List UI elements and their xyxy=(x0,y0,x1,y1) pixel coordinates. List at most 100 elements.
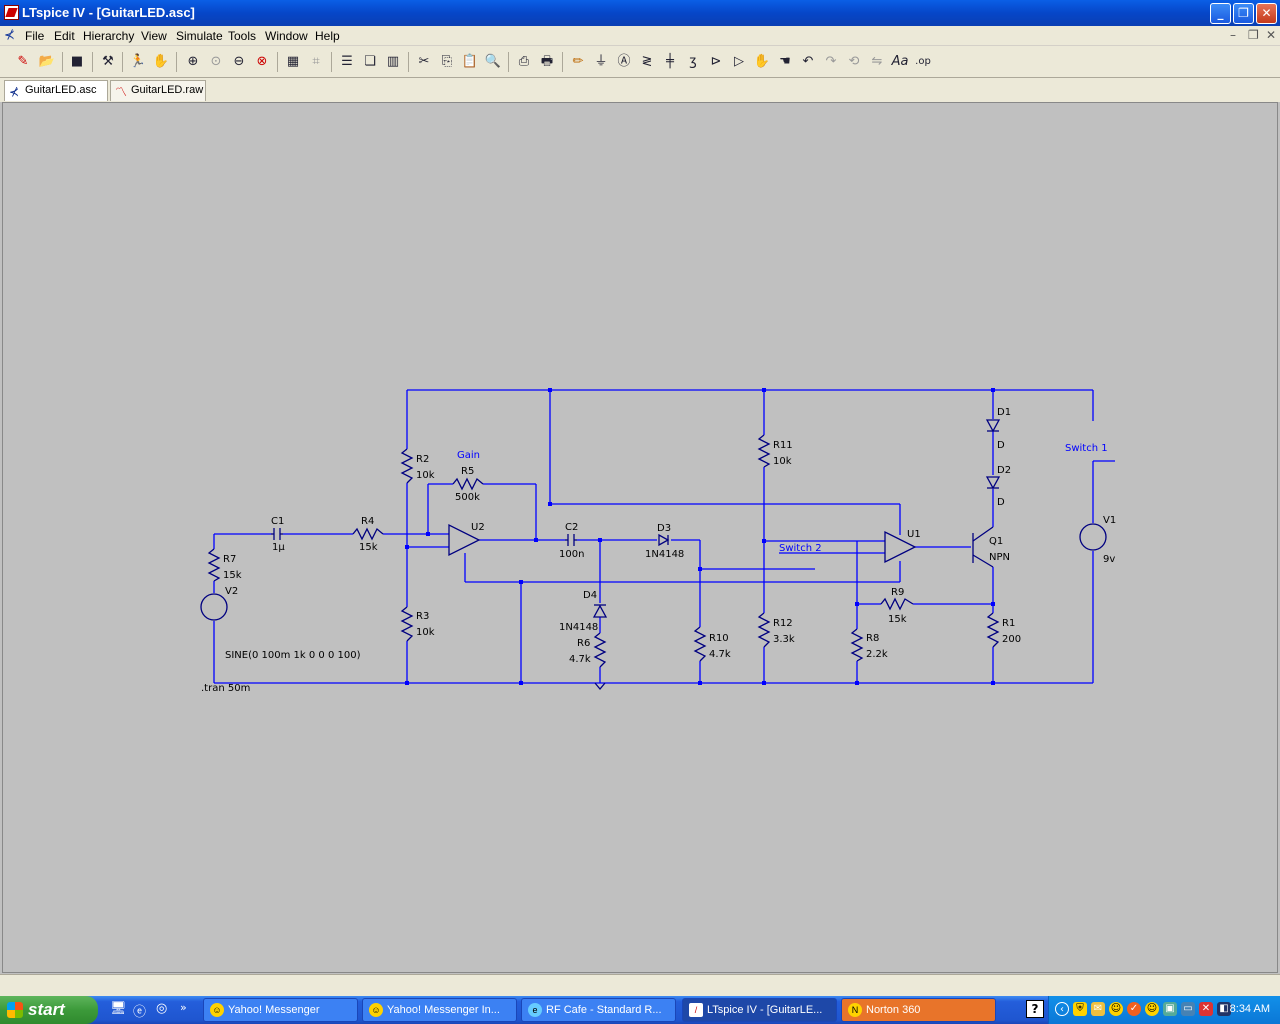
c2-name: C2 xyxy=(565,522,578,533)
minimize-button[interactable]: _ xyxy=(1210,3,1231,24)
menu-file[interactable]: File xyxy=(25,29,45,43)
task-rf-cafe[interactable]: e RF Cafe - Standard R... xyxy=(521,998,676,1022)
c1-name: C1 xyxy=(271,516,284,527)
document-icon[interactable]: ⊀ xyxy=(4,28,15,43)
diode-icon[interactable]: ⊳ xyxy=(710,54,722,69)
show-desktop-icon[interactable]: 🖥 xyxy=(110,1001,127,1016)
close-button[interactable]: ✕ xyxy=(1256,3,1277,24)
yahoo-smiley-icon: ☺ xyxy=(369,1003,383,1017)
paste-icon[interactable]: 📋 xyxy=(461,54,479,69)
menu-view[interactable]: View xyxy=(141,29,167,43)
schematic-svg: R7 15k V2 C1 1µ R4 15k R2 10k R3 10k Gai… xyxy=(200,388,1116,694)
inductor-icon[interactable]: ʒ xyxy=(689,54,697,69)
save-icon[interactable]: ■ xyxy=(70,54,84,69)
zoom-in-icon[interactable]: ⊕ xyxy=(187,54,199,69)
mail-icon[interactable]: ✉ xyxy=(1091,1002,1105,1016)
print-setup-icon[interactable]: ⎙ xyxy=(518,54,530,69)
d3-value: 1N4148 xyxy=(645,549,684,560)
new-schematic-icon[interactable]: ✎ xyxy=(17,54,29,69)
component-icon[interactable]: ▷ xyxy=(734,54,744,69)
halt-icon[interactable]: ✋ xyxy=(152,54,170,69)
menu-window[interactable]: Window xyxy=(265,29,308,43)
ground-icon[interactable]: ⏚ xyxy=(594,54,608,69)
d1-name: D1 xyxy=(997,407,1011,418)
maximize-button[interactable]: ❐ xyxy=(1233,3,1254,24)
spice-directive-icon[interactable]: .op xyxy=(915,56,931,67)
security-shield-icon[interactable]: ⛨ xyxy=(1073,1002,1087,1016)
yahoo-tray-icon[interactable]: ☺ xyxy=(1109,1002,1123,1016)
tab-label: GuitarLED.asc xyxy=(25,84,97,96)
mdi-restore-icon[interactable]: ❐ xyxy=(1248,28,1259,42)
mdi-minimize-icon[interactable]: – xyxy=(1230,28,1236,42)
control-panel-icon[interactable]: ⚒ xyxy=(102,54,114,69)
r8-value: 2.2k xyxy=(866,649,888,660)
v1-value: 9v xyxy=(1103,554,1115,565)
browser-icon[interactable]: ◎ xyxy=(156,1001,168,1016)
capacitor-icon[interactable]: ╪ xyxy=(666,54,674,69)
d1-value: D xyxy=(997,440,1005,451)
start-button[interactable]: start xyxy=(0,996,98,1024)
text-icon[interactable]: Aa xyxy=(891,54,909,69)
redo-icon[interactable]: ↷ xyxy=(825,54,837,69)
norton-tray-icon[interactable]: ✓ xyxy=(1127,1002,1141,1016)
tile-vertical-icon[interactable]: ▥ xyxy=(386,54,400,69)
clock[interactable]: 8:34 AM xyxy=(1229,1003,1270,1015)
run-icon[interactable]: 🏃 xyxy=(129,54,147,69)
help-icon[interactable]: ? xyxy=(1026,1000,1044,1018)
menu-simulate[interactable]: Simulate xyxy=(176,29,223,43)
pan-icon[interactable]: ⊙ xyxy=(210,54,222,69)
task-norton-360[interactable]: N Norton 360 xyxy=(841,998,996,1022)
schematic-canvas[interactable]: R7 15k V2 C1 1µ R4 15k R2 10k R3 10k Gai… xyxy=(2,102,1278,973)
drag-icon[interactable]: ☚ xyxy=(779,54,791,69)
draw-wire-icon[interactable]: ✏ xyxy=(572,54,584,69)
network-icon[interactable]: ▣ xyxy=(1163,1002,1177,1016)
messenger-tray-icon[interactable]: ☺ xyxy=(1145,1002,1159,1016)
r7-name: R7 xyxy=(223,554,236,565)
tray-expand-icon[interactable]: ‹ xyxy=(1055,1002,1069,1016)
zoom-fit-icon[interactable]: ⊗ xyxy=(256,54,268,69)
more-quicklaunch-icon[interactable]: » xyxy=(180,1001,187,1014)
task-label: Norton 360 xyxy=(866,1004,921,1016)
menu-tools[interactable]: Tools xyxy=(228,29,257,43)
switch1-label: Switch 1 xyxy=(1065,443,1108,454)
task-label: LTspice IV - [GuitarLE... xyxy=(707,1004,823,1016)
cascade-icon[interactable]: ❏ xyxy=(364,54,376,69)
move-icon[interactable]: ✋ xyxy=(753,54,771,69)
tile-horizontal-icon[interactable]: ☰ xyxy=(341,54,353,69)
menu-help[interactable]: Help xyxy=(315,29,340,43)
resistor-icon[interactable]: ≷ xyxy=(641,54,653,69)
monitor-icon[interactable]: ◧ xyxy=(1217,1002,1231,1016)
rotate-icon[interactable]: ⟲ xyxy=(848,54,860,69)
disconnected-icon[interactable]: ✕ xyxy=(1199,1002,1213,1016)
add-trace-icon[interactable]: ⌗ xyxy=(312,54,320,69)
task-ltspice[interactable]: / LTspice IV - [GuitarLE... xyxy=(682,998,837,1022)
label-net-icon[interactable]: Ⓐ xyxy=(617,54,631,69)
zoom-out-icon[interactable]: ⊖ xyxy=(233,54,245,69)
menu-hierarchy[interactable]: Hierarchy xyxy=(83,29,135,43)
r9-value: 15k xyxy=(888,614,907,625)
d4-name: D4 xyxy=(583,590,597,601)
print-icon[interactable]: 🖶 xyxy=(540,54,554,69)
find-icon[interactable]: 🔍 xyxy=(484,54,502,69)
task-yahoo-messenger-in[interactable]: ☺ Yahoo! Messenger In... xyxy=(362,998,517,1022)
undo-icon[interactable]: ↶ xyxy=(802,54,814,69)
autorange-icon[interactable]: ▦ xyxy=(286,54,300,69)
tab-guitarled-asc[interactable]: ⊀ GuitarLED.asc xyxy=(4,80,108,101)
d4-value: 1N4148 xyxy=(559,622,598,633)
task-yahoo-messenger[interactable]: ☺ Yahoo! Messenger xyxy=(203,998,358,1022)
mirror-icon[interactable]: ⇋ xyxy=(871,54,883,69)
cut-icon[interactable]: ✂ xyxy=(418,54,430,69)
window-title: LTspice IV - [GuitarLED.asc] xyxy=(22,5,195,20)
yahoo-smiley-icon: ☺ xyxy=(210,1003,224,1017)
tab-guitarled-raw[interactable]: 〽 GuitarLED.raw xyxy=(110,80,206,101)
r10-value: 4.7k xyxy=(709,649,731,660)
display-icon[interactable]: ▭ xyxy=(1181,1002,1195,1016)
mdi-close-icon[interactable]: ✕ xyxy=(1266,28,1277,42)
ie-icon[interactable]: ⓔ xyxy=(133,1005,147,1020)
copy-icon[interactable]: ⎘ xyxy=(441,54,453,69)
c1-value: 1µ xyxy=(272,542,285,553)
ltspice-app-icon[interactable] xyxy=(4,5,19,20)
open-icon[interactable]: 📂 xyxy=(38,54,56,69)
r12-value: 3.3k xyxy=(773,634,795,645)
menu-edit[interactable]: Edit xyxy=(54,29,75,43)
